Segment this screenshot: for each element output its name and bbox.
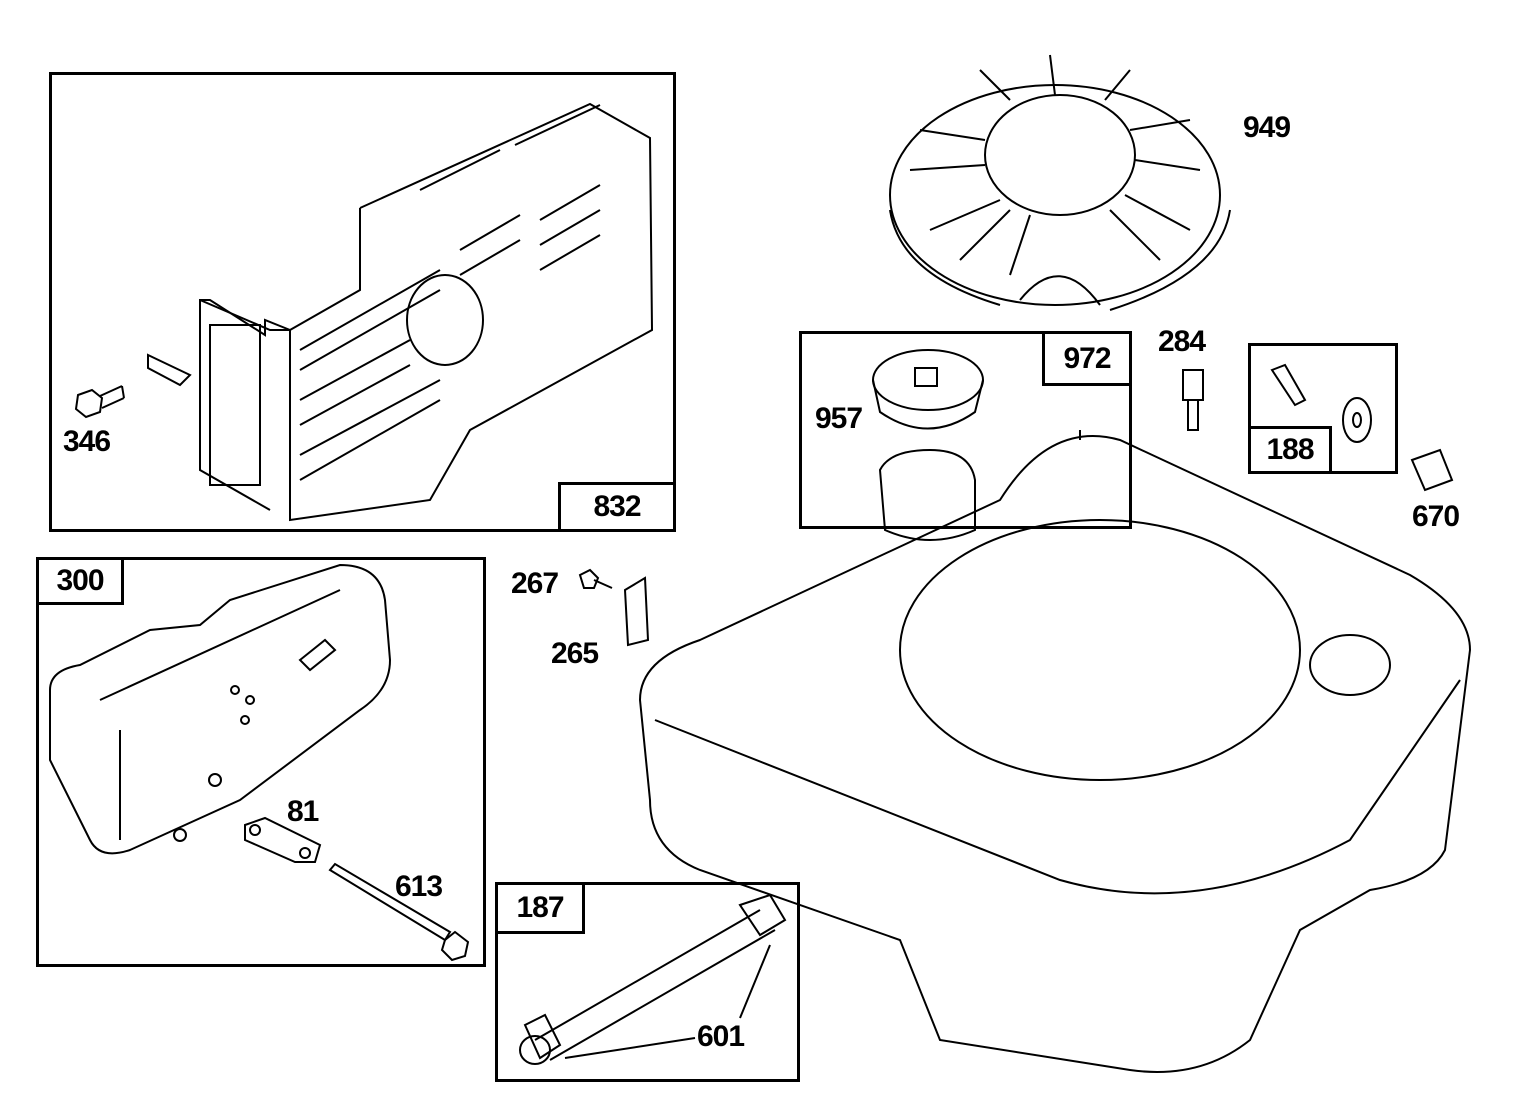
- bolt-284: [1182, 369, 1204, 431]
- part-label-300: 300: [56, 564, 104, 597]
- sleeve-670: [1410, 448, 1454, 492]
- clip-265: [623, 576, 650, 647]
- fuel-tank: [638, 435, 1472, 1073]
- group-tag-188: 188: [1248, 426, 1332, 474]
- bolt-613: [328, 862, 470, 962]
- part-label-267: 267: [511, 567, 559, 600]
- group-tag-972: 972: [1042, 331, 1132, 386]
- screw-267: [578, 568, 613, 589]
- group-tag-187: 187: [495, 882, 585, 934]
- part-label-188: 188: [1266, 433, 1314, 466]
- fuel-cap-957: [872, 349, 984, 430]
- blower-housing-949: [889, 54, 1231, 311]
- group-tag-300: 300: [36, 557, 124, 605]
- group-box-300: [36, 557, 486, 967]
- part-label-81: 81: [287, 795, 319, 828]
- part-label-949: 949: [1243, 111, 1291, 144]
- part-label-601: 601: [697, 1020, 745, 1053]
- bolt-188: [1270, 363, 1372, 443]
- part-label-284: 284: [1158, 325, 1206, 358]
- part-label-832: 832: [593, 490, 641, 523]
- group-box-187: [495, 882, 800, 1082]
- part-label-265: 265: [551, 637, 599, 670]
- tube-187: [519, 893, 787, 1065]
- group-box-972: [799, 331, 1132, 529]
- part-label-346: 346: [63, 425, 111, 458]
- part-label-972: 972: [1063, 341, 1111, 375]
- part-label-613: 613: [395, 870, 443, 903]
- bolt-346: [74, 385, 125, 419]
- muffler-300: [49, 563, 392, 855]
- group-box-832: [49, 72, 676, 532]
- group-tag-832: 832: [558, 482, 676, 532]
- heat-shield-832: [147, 102, 654, 522]
- gasket-81: [244, 816, 322, 863]
- part-label-187: 187: [516, 891, 564, 924]
- part-label-957: 957: [815, 402, 863, 435]
- part-label-670: 670: [1412, 500, 1460, 533]
